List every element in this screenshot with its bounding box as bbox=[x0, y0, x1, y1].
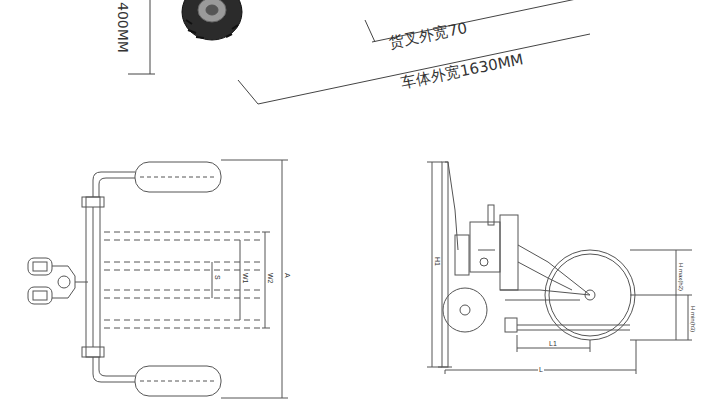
tyre-photo bbox=[182, 0, 242, 40]
dimension-text: 400MM bbox=[116, 2, 130, 53]
dimension-letter: H max(h2) bbox=[678, 262, 684, 292]
side-view bbox=[427, 162, 692, 374]
dimension-lines bbox=[128, 0, 600, 104]
dimension-text: 货叉外宽70 bbox=[388, 21, 469, 51]
dimension-letter: S bbox=[214, 274, 221, 281]
dimension-letter: H1 bbox=[434, 256, 441, 267]
dimension-letter: W1 bbox=[242, 272, 249, 285]
dimension-letter: W2 bbox=[267, 272, 274, 285]
dimension-letter: L bbox=[538, 366, 544, 373]
dimension-letter: L1 bbox=[548, 340, 558, 347]
top-view bbox=[28, 160, 288, 398]
dimension-letter: A bbox=[284, 272, 291, 279]
dimension-text: 车体外宽1630MM bbox=[400, 52, 525, 90]
dimension-letter: H min(h3) bbox=[690, 305, 696, 333]
